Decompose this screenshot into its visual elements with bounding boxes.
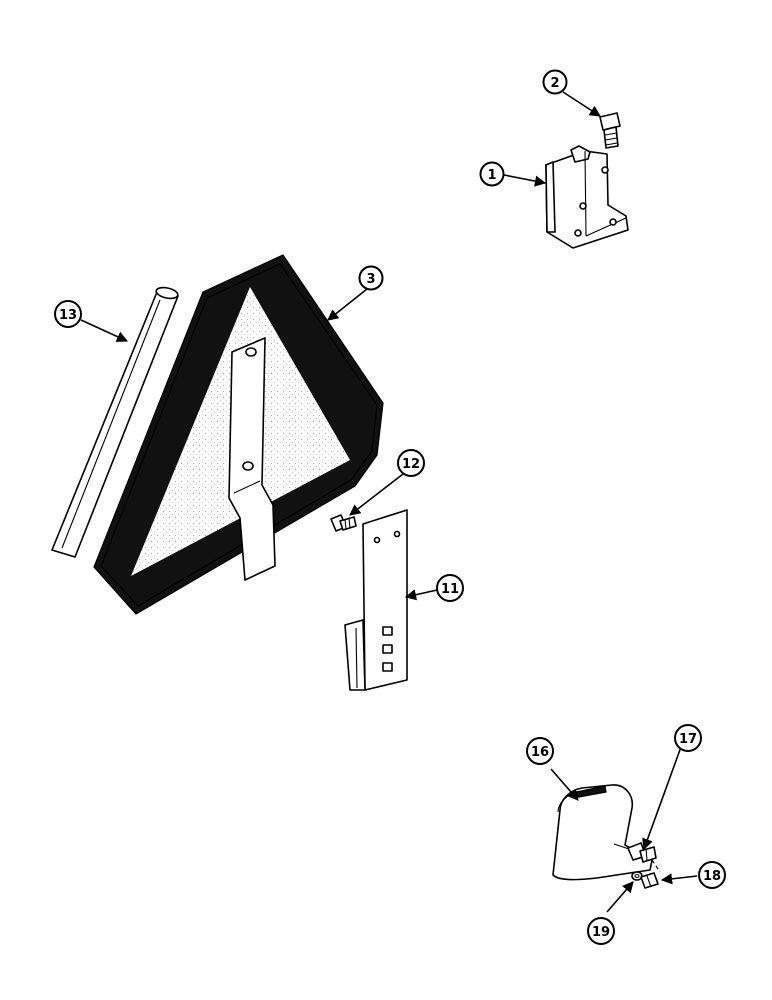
svg-text:2: 2 [550,76,559,91]
part-18-nut [640,872,659,889]
svg-text:16: 16 [531,745,549,760]
part-17-bolt [627,842,657,863]
callout-2: 2 [542,69,568,95]
part-16-holder [552,784,653,881]
callout-19: 19 [587,917,615,945]
part-12-bolt [330,514,357,532]
callout-3: 3 [358,265,384,291]
svg-text:18: 18 [703,869,721,884]
svg-text:12: 12 [402,457,420,472]
svg-text:1: 1 [487,168,496,183]
svg-text:13: 13 [59,308,77,323]
svg-text:3: 3 [366,272,375,287]
part-3-smv-emblem [93,254,384,615]
part-13-rod [51,286,179,558]
callout-16: 16 [526,737,554,765]
callout-18: 18 [698,861,726,889]
callout-17: 17 [674,724,702,752]
part-19-washer [631,871,643,881]
svg-text:19: 19 [592,925,610,940]
leader-lines [80,91,698,913]
callout-11: 11 [436,574,464,602]
part-1-bracket [545,145,629,249]
callout-12: 12 [397,449,425,477]
part-11-mount-bracket [344,509,408,691]
callout-13: 13 [54,300,82,328]
part-2-bolt [599,112,621,149]
alignment-dash [651,859,661,873]
svg-text:11: 11 [441,582,459,597]
svg-text:17: 17 [679,732,697,747]
callout-1: 1 [479,161,505,187]
